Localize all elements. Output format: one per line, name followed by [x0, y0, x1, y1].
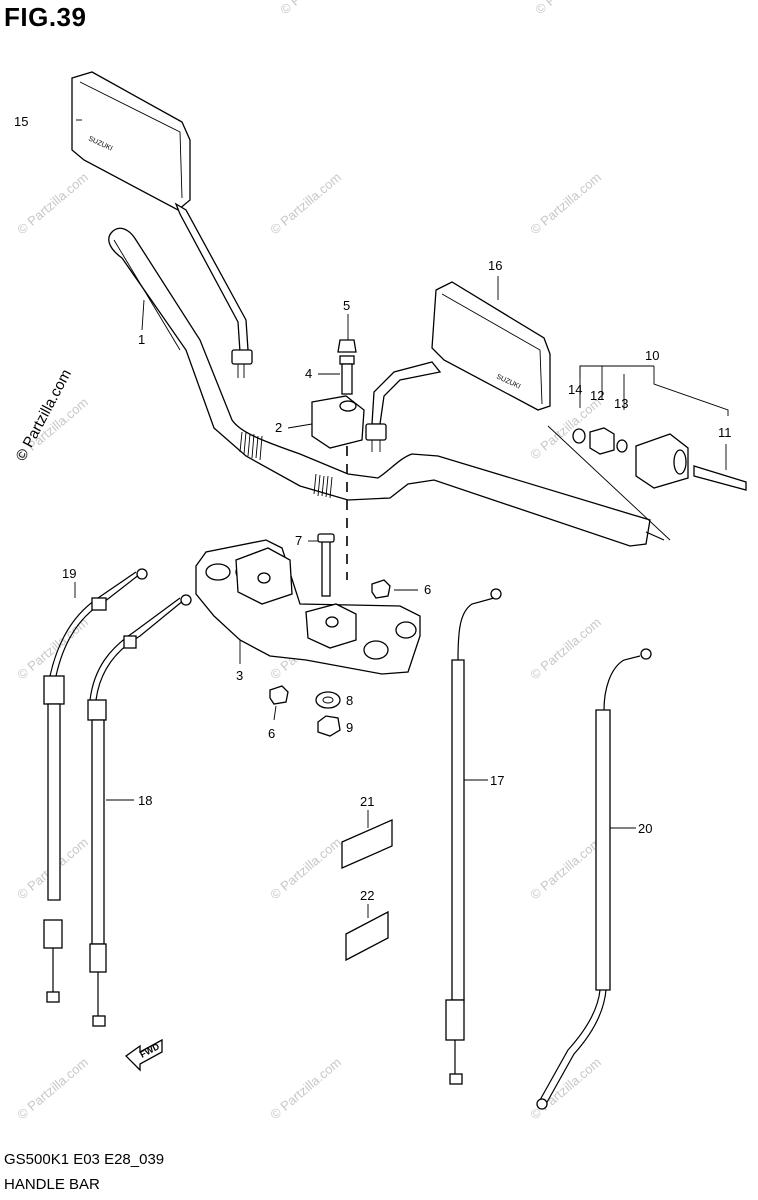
callout-labels: 1 2 3 4 5 6 6 7 8 9 10 11 12 13 14 15 16… [14, 114, 732, 903]
callout-11: 11 [718, 425, 732, 440]
watermark: © Partzilla.com [527, 834, 604, 902]
callout-16: 16 [488, 258, 502, 273]
knurled-section-right [313, 473, 333, 499]
cable-17 [445, 588, 502, 1085]
cable-19 [43, 568, 148, 1003]
watermark: © Partzilla.com [267, 834, 344, 902]
callout-18: 18 [138, 793, 152, 808]
callout-6b: 6 [268, 726, 275, 741]
callout-13: 13 [614, 396, 628, 411]
callout-10: 10 [645, 348, 659, 363]
callout-8: 8 [346, 693, 353, 708]
watermark: © Partzilla.com [14, 169, 91, 237]
watermark: © Partzilla.com [277, 0, 354, 17]
callout-20: 20 [638, 821, 652, 836]
callout-4: 4 [305, 366, 312, 381]
callout-12: 12 [590, 388, 604, 403]
handlebar [108, 227, 665, 547]
callout-6a: 6 [424, 582, 431, 597]
callout-3: 3 [236, 668, 243, 683]
left-mirror: SUZUKI [71, 71, 253, 378]
cable-20 [536, 648, 652, 1110]
callout-5: 5 [343, 298, 350, 313]
figure-title: FIG.39 [4, 2, 87, 32]
callout-21: 21 [360, 794, 374, 809]
watermark: © Partzilla.com [14, 1054, 91, 1122]
holder-hardware [269, 579, 391, 737]
cable-18 [87, 594, 192, 1027]
callout-7: 7 [295, 533, 302, 548]
callout-1: 1 [138, 332, 145, 347]
figure-code: GS500K1 E03 E28_039 [4, 1151, 165, 1168]
clamp-assembly [311, 339, 365, 580]
watermark: © Partzilla.com [267, 1054, 344, 1122]
handlebar-holder [195, 533, 421, 675]
callout-15: 15 [14, 114, 28, 129]
leader-lines [74, 119, 727, 918]
right-mirror: SUZUKI [365, 281, 551, 452]
fwd-arrow: FWD [124, 1038, 163, 1072]
watermark: © Partzilla.com [532, 0, 609, 17]
watermark: © Partzilla.com [527, 1054, 604, 1122]
callout-14: 14 [568, 382, 582, 397]
callout-9: 9 [346, 720, 353, 735]
knurled-section-left [239, 431, 263, 461]
callout-22: 22 [360, 888, 374, 903]
callout-2: 2 [275, 420, 282, 435]
watermark: © Partzilla.com [527, 169, 604, 237]
handle-end-assembly [547, 365, 747, 541]
label-plates [341, 819, 393, 962]
callout-17: 17 [490, 773, 504, 788]
watermark: © Partzilla.com [14, 614, 91, 682]
watermark: © Partzilla.com [527, 614, 604, 682]
watermark: © Partzilla.com [267, 169, 344, 237]
figure-name: HANDLE BAR [4, 1176, 100, 1193]
callout-19: 19 [62, 566, 76, 581]
